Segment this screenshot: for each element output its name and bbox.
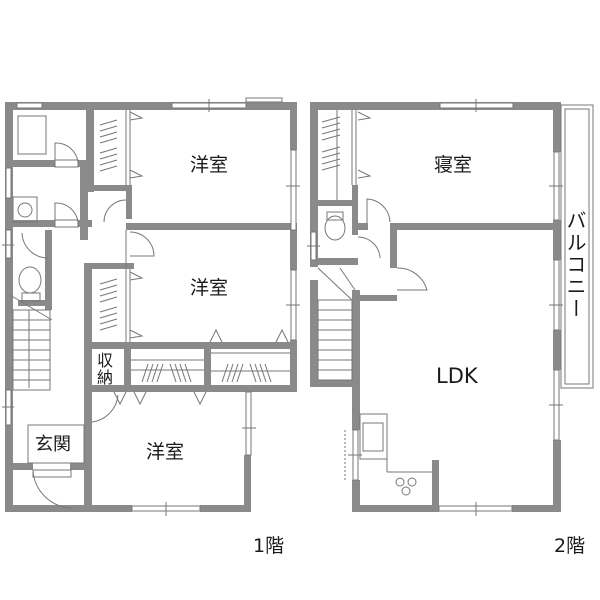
floor-1-lines <box>2 97 300 516</box>
f1-entrance-label: 玄関 <box>35 434 71 455</box>
f2-balcony-label: バルコニー <box>563 210 587 320</box>
floor-2-lines <box>307 99 594 516</box>
f1-room-western-upper: 洋室 <box>190 154 229 176</box>
f1-room-western-lower: 洋室 <box>146 441 185 463</box>
f2-ldk-label: LDK <box>436 364 478 388</box>
floor-2-walls <box>310 102 561 512</box>
f1-room-western-middle: 洋室 <box>190 277 229 299</box>
floor-1-label: 1階 <box>253 535 285 557</box>
floor-1-walls <box>5 102 297 512</box>
floor-2-label: 2階 <box>554 535 586 557</box>
f1-storage-label: 収納 <box>97 351 114 387</box>
f2-bedroom-label: 寝室 <box>434 154 473 176</box>
